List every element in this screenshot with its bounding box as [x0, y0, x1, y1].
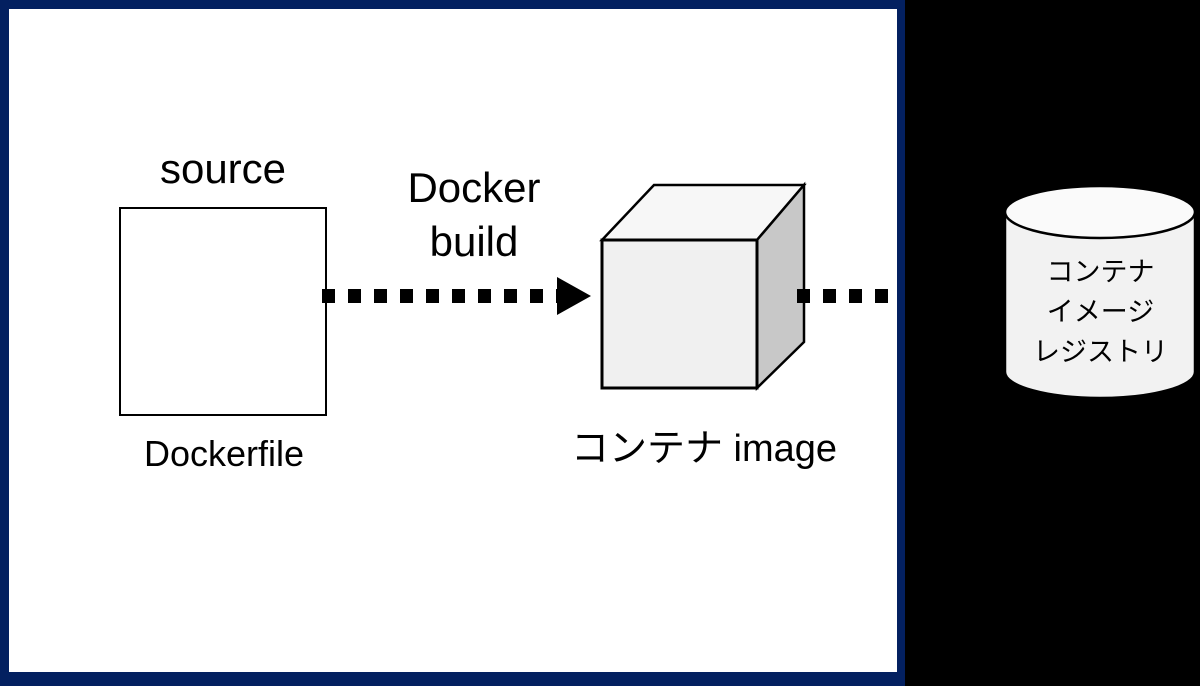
- slide-white-area: source Dockerfile Docker build: [9, 9, 897, 672]
- docker-build-label: Docker build: [364, 161, 584, 269]
- registry-body: [1003, 210, 1197, 400]
- source-box: [119, 207, 327, 416]
- registry-label-line2: イメージ: [1046, 297, 1155, 327]
- container-image-caption: コンテナ image: [570, 428, 838, 470]
- slide-panel: source Dockerfile Docker build: [0, 0, 905, 686]
- registry-label-line1: コンテナ: [1046, 257, 1155, 287]
- source-title-label: source: [159, 145, 287, 192]
- cube-svg: [599, 181, 807, 391]
- docker-build-label-line2: build: [429, 218, 519, 265]
- registry-label-line3: レジストリ: [1033, 337, 1168, 367]
- registry-top: [1003, 184, 1197, 240]
- dockerfile-caption: Dockerfile: [143, 433, 305, 474]
- container-image-cube: [589, 174, 824, 404]
- docker-build-label-line1: Docker: [407, 164, 541, 211]
- container-registry-cylinder: [1001, 184, 1200, 406]
- registry-svg: [1003, 184, 1197, 400]
- cube-front-face: [600, 238, 759, 390]
- registry-label: コンテナ イメージ レジストリ: [1001, 252, 1200, 372]
